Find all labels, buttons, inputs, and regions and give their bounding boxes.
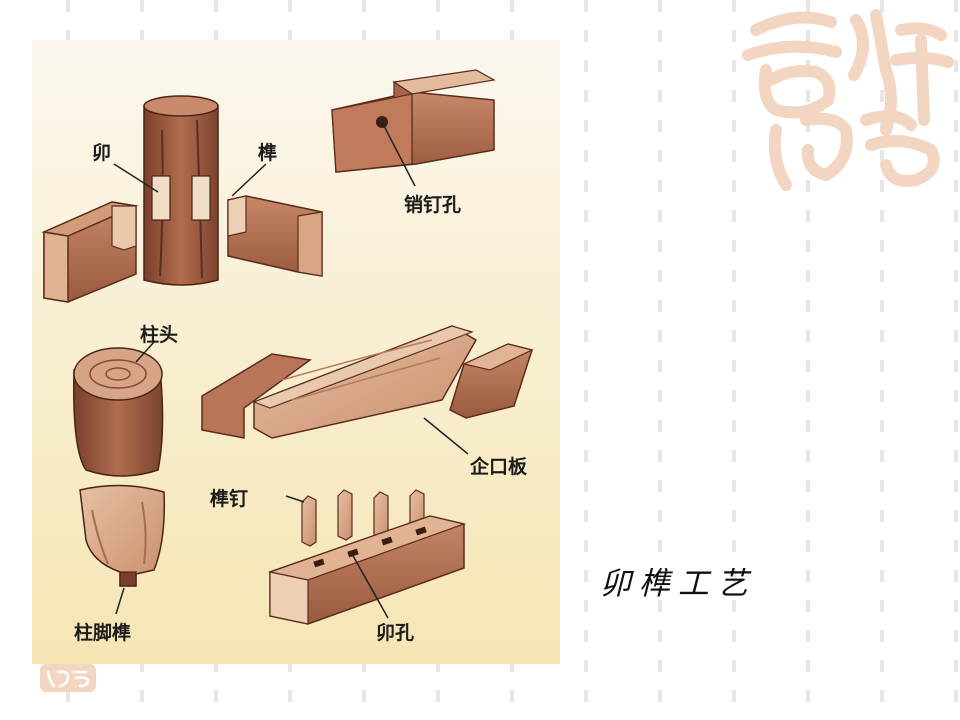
column-head — [74, 342, 163, 476]
small-logo-icon — [40, 664, 96, 692]
auspicious-logo-icon — [736, 0, 960, 200]
label-tongue-groove-board: 企口板 — [470, 452, 527, 479]
label-mao: 卯 — [92, 138, 111, 165]
slide-title: 卯榫工艺 — [600, 558, 756, 603]
column-foot-tenon — [80, 485, 164, 614]
tongue-groove-boards — [202, 326, 532, 454]
label-pin-hole: 销钉孔 — [404, 190, 461, 217]
left-tenon-beam — [44, 202, 136, 302]
mortise-beam — [270, 516, 464, 624]
label-sun: 榫 — [258, 138, 277, 165]
label-mortise-hole: 卯孔 — [376, 618, 414, 645]
leader-line-sun — [232, 164, 266, 196]
label-tenon-pin: 榫钉 — [210, 484, 248, 511]
mortise-tenon-illustration: 卯 榫 销钉孔 柱头 企口板 榫钉 柱脚榫 卯孔 — [32, 40, 560, 664]
right-tenon-beam — [228, 196, 322, 276]
woodwork-drawing — [32, 40, 560, 664]
label-column-foot-tenon: 柱脚榫 — [74, 618, 131, 645]
label-column-head: 柱头 — [140, 320, 178, 347]
pin-hole-joint — [332, 70, 494, 186]
